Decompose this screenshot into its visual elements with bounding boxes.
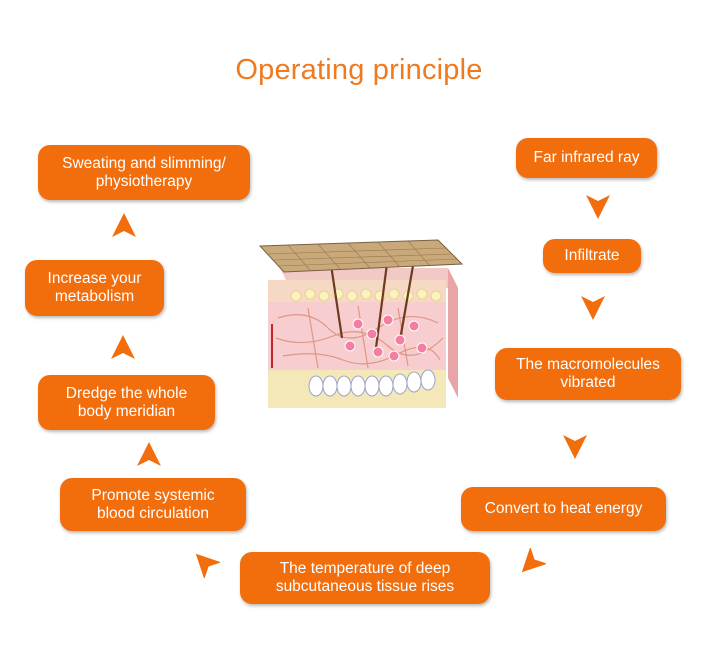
step-sweating-slimming: Sweating and slimming/ physiotherapy bbox=[38, 145, 250, 200]
step-promote-blood-circulation: Promote systemic blood circulation bbox=[60, 478, 246, 531]
step-dredge-body-meridian: Dredge the whole body meridian bbox=[38, 375, 215, 430]
arrow-down-icon bbox=[578, 292, 608, 322]
diagram-title: Operating principle bbox=[235, 54, 483, 86]
step-infiltrate: Infiltrate bbox=[543, 239, 641, 273]
arrow-up-icon bbox=[109, 211, 139, 241]
arrow-down-icon bbox=[560, 431, 590, 461]
skin-layers-illustration bbox=[248, 228, 468, 424]
step-macromolecules-vibrated: The macromolecules vibrated bbox=[495, 348, 681, 400]
step-temperature-rises: The temperature of deep subcutaneous tis… bbox=[240, 552, 490, 604]
arrow-up-icon bbox=[134, 440, 164, 470]
arrow-up-left-icon bbox=[190, 548, 220, 578]
step-far-infrared-ray: Far infrared ray bbox=[516, 138, 657, 178]
arrow-down-left-icon bbox=[516, 548, 546, 578]
step-convert-to-heat-energy: Convert to heat energy bbox=[461, 487, 666, 531]
arrow-up-icon bbox=[108, 333, 138, 363]
step-increase-metabolism: Increase your metabolism bbox=[25, 260, 164, 316]
arrow-down-icon bbox=[583, 191, 613, 221]
